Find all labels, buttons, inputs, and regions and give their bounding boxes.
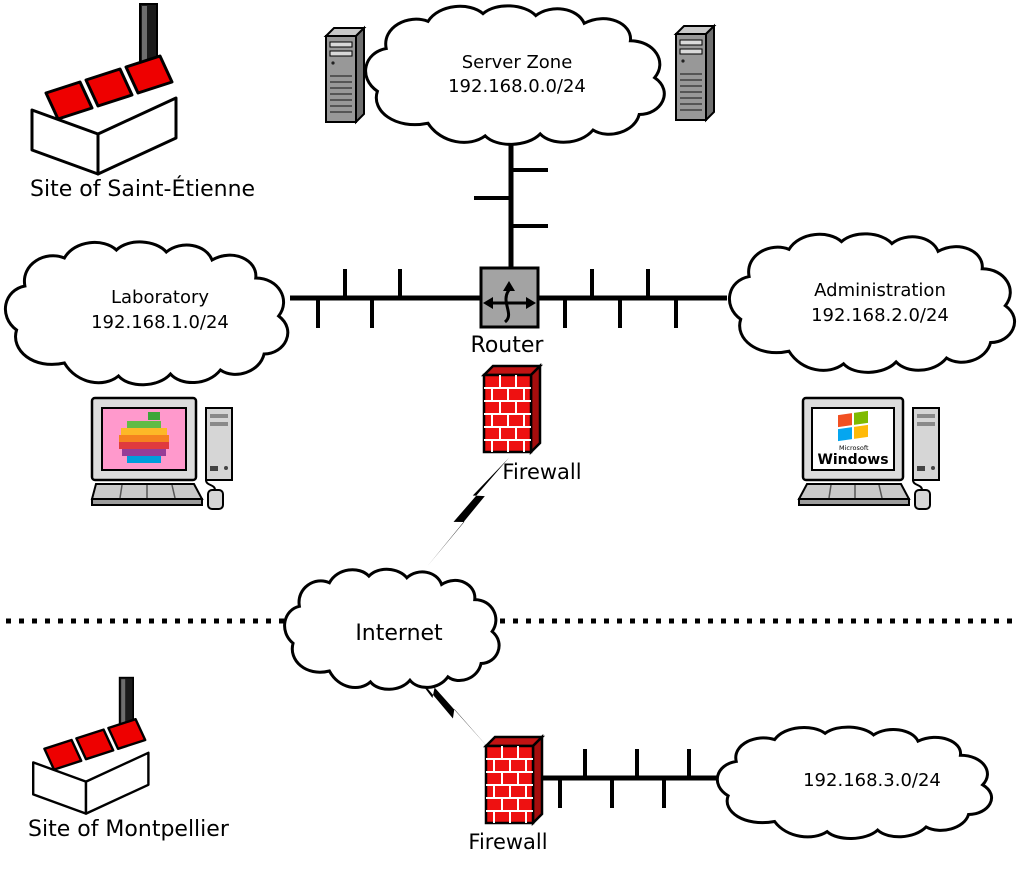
mac-computer-icon [90,396,233,510]
internet-label: Internet [355,621,443,646]
apple-rainbow-logo-icon [119,412,169,463]
laboratory-subnet: 192.168.1.0/24 [91,312,229,333]
windows-computer-icon: Microsoft Windows [797,396,940,510]
factory-saint-etienne-icon [30,2,178,176]
mouse-icon [912,479,931,510]
laboratory-name: Laboratory [111,287,209,308]
administration-name: Administration [814,280,946,301]
site-montpellier-label: Site of Montpellier [28,817,230,842]
factory-montpellier-icon [32,676,150,815]
windows-flag-icon [838,410,868,442]
mac-tower-icon [205,407,233,481]
server-zone-ethernet-link [474,140,548,268]
keyboard-icon [797,483,911,500]
administration-subnet: 192.168.2.0/24 [811,305,949,326]
site-saint-etienne-label: Site of Saint-Étienne [30,176,255,202]
windows-tower-icon [912,407,940,481]
firewall-main-label: Firewall [502,460,581,484]
montpellier-ethernet-link [533,749,725,808]
administration-cloud [727,232,1017,374]
server-tower-right-icon [675,25,715,121]
server-zone-name: Server Zone [462,52,573,73]
server-zone-subnet: 192.168.0.0/24 [448,76,586,97]
firewall-main-icon [482,364,542,454]
firewall-montpellier-label: Firewall [468,830,547,854]
windows-brand-text: Windows [817,452,888,468]
firewall-montpellier-icon [484,735,544,825]
server-tower-left-icon [325,27,365,123]
firewall-internet-lightning-link [427,448,510,576]
router-icon [479,266,540,329]
router-label: Router [471,333,545,358]
mouse-icon [205,479,224,510]
microsoft-brand-text: Microsoft [839,444,869,452]
montpellier-lan-subnet: 192.168.3.0/24 [803,770,941,791]
